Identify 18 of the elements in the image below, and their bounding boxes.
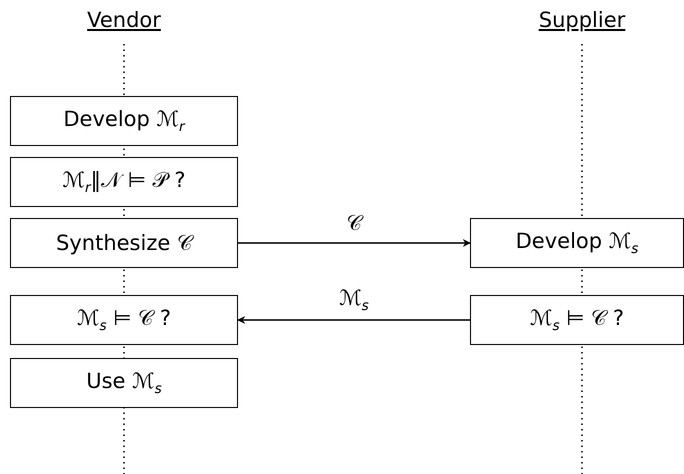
box-text: ℳ$_{r}$‖𝒩 ⊨ 𝒫 ? bbox=[62, 168, 186, 196]
process-box bbox=[10, 96, 238, 146]
lifeline-heading: Vendor bbox=[87, 8, 161, 32]
box-text: ℳ$_{s}$ ⊨ 𝒞 ? bbox=[76, 306, 172, 334]
box-text: Synthesize 𝒞 bbox=[56, 231, 192, 255]
process-box bbox=[470, 218, 684, 268]
lifeline-heading: Supplier bbox=[538, 8, 626, 32]
process-box bbox=[10, 218, 238, 268]
arrow bbox=[237, 316, 470, 324]
box-text: Develop ℳ$_{r}$ bbox=[63, 106, 185, 136]
box-text: ℳ$_{s}$ ⊨ 𝒞 ? bbox=[530, 306, 624, 334]
process-box bbox=[10, 358, 238, 408]
process-box bbox=[470, 295, 684, 345]
box-text: Use ℳ$_{s}$ bbox=[86, 368, 162, 398]
process-box bbox=[10, 157, 238, 207]
arrow bbox=[238, 239, 471, 247]
box-text: Develop ℳ$_{s}$ bbox=[516, 228, 638, 258]
process-box bbox=[10, 295, 238, 345]
